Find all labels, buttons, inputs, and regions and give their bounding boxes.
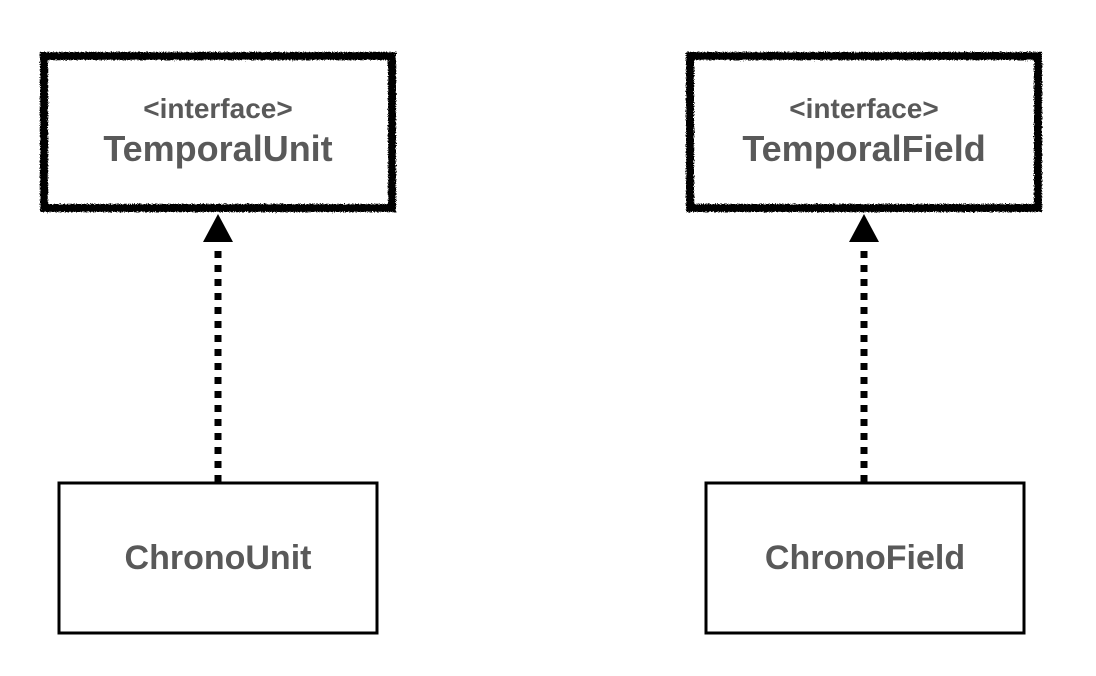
interface-name: TemporalField [742,128,986,169]
class-label-chrono-unit: ChronoUnit [59,483,377,633]
class-name: ChronoField [764,539,966,577]
class-box-chrono-field [704,481,1026,635]
stereotype-text: <interface> [143,93,293,124]
arrowhead-right-icon [849,214,879,242]
interface-box-temporal-field [686,52,1042,212]
arrowhead-left-icon [203,214,233,242]
interface-label-temporal-field: <interface> TemporalField [690,56,1038,208]
interface-label-temporal-unit: <interface> TemporalUnit [44,56,392,208]
stereotype-text: <interface> [789,93,939,124]
interface-box-temporal-unit [40,52,396,212]
class-name: ChronoUnit [124,539,312,577]
interface-name: TemporalUnit [103,128,333,169]
class-label-chrono-field: ChronoField [706,483,1024,633]
class-box-chrono-unit [57,481,379,635]
